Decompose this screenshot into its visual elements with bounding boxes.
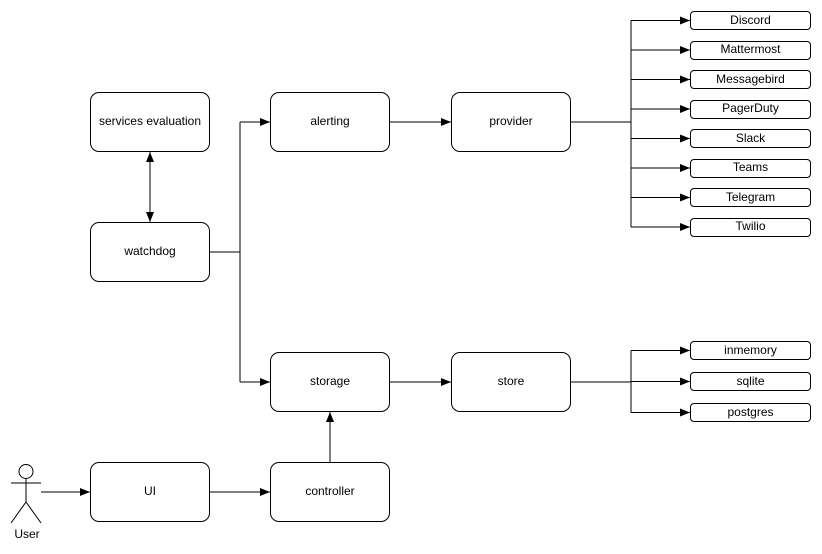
node-twilio: Twilio <box>690 217 811 237</box>
node-controller: controller <box>270 462 390 522</box>
node-watchdog: watchdog <box>90 222 210 282</box>
node-messagebird: Messagebird <box>690 70 811 89</box>
node-telegram: Telegram <box>690 188 811 207</box>
node-postgres: postgres <box>690 403 811 422</box>
node-provider: provider <box>451 92 571 152</box>
node-mattermost: Mattermost <box>690 40 811 60</box>
node-sqlite: sqlite <box>690 372 811 391</box>
node-pagerduty: PagerDuty <box>690 99 811 119</box>
node-store: store <box>451 352 571 412</box>
node-slack: Slack <box>690 129 811 148</box>
node-discord: Discord <box>690 11 811 30</box>
node-storage: storage <box>270 352 390 412</box>
node-services-evaluation: services evaluation <box>90 92 210 152</box>
user-actor-label: User <box>14 527 40 541</box>
node-teams: Teams <box>690 158 811 178</box>
node-alerting: alerting <box>270 92 390 152</box>
node-ui: UI <box>90 462 210 522</box>
node-inmemory: inmemory <box>690 341 811 360</box>
user-actor-icon <box>10 464 42 524</box>
